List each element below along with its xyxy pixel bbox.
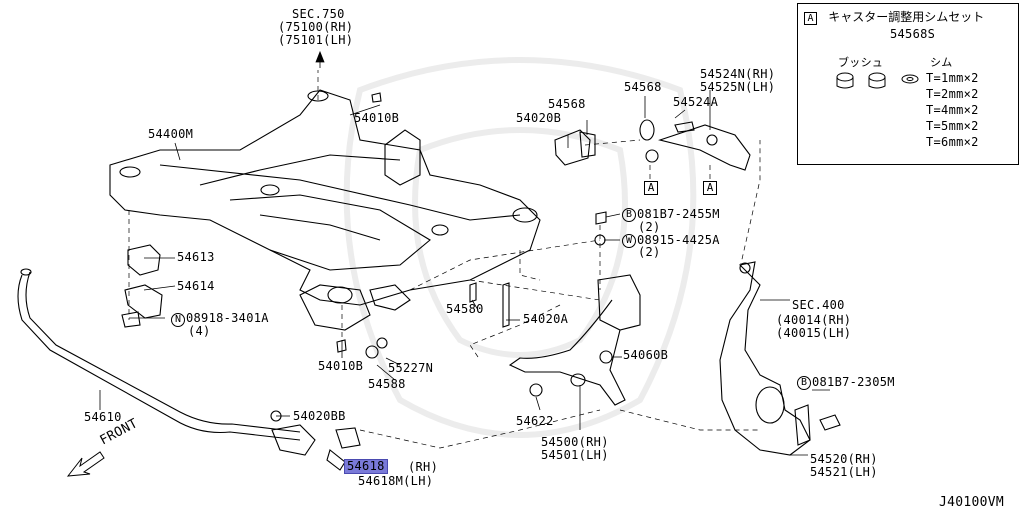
label-54588: 54588 <box>368 377 406 391</box>
assembly-dashed-lines <box>128 70 761 449</box>
front-crossmember <box>109 89 541 331</box>
label-08915-4425a: 08915-4425A <box>637 233 720 247</box>
label-54400m: 54400M <box>148 127 194 141</box>
label-54568-right: 54568 <box>624 80 662 94</box>
label-54060b: 54060B <box>623 348 669 362</box>
label-54010b-top: 54010B <box>354 111 400 125</box>
label-08918-qty: (4) <box>188 324 211 338</box>
symbol-w: W <box>622 234 636 248</box>
leader-lines <box>99 50 830 467</box>
stabilizer-bar <box>17 268 361 471</box>
label-081b7-2455m: 081B7-2455M <box>637 207 720 221</box>
legend-icons <box>836 72 919 89</box>
symbol-b-upper: B <box>622 208 636 222</box>
label-54568-left: 54568 <box>548 97 586 111</box>
mount-bushings <box>121 92 388 359</box>
label-54521-lh: 54521(LH) <box>810 465 878 479</box>
legend-part-number: 54568S <box>890 27 936 41</box>
upper-link <box>554 119 751 171</box>
label-54010b-bottom: 54010B <box>318 359 364 373</box>
label-54618-highlighted[interactable]: 54618 <box>344 459 388 474</box>
legend-shim-2: T=2mm×2 <box>926 87 979 101</box>
label-54020b: 54020B <box>516 111 562 125</box>
label-54613: 54613 <box>177 250 215 264</box>
diagram-code: J40100VM <box>939 495 1005 510</box>
label-54500-rh: 54500(RH) <box>541 435 609 449</box>
symbol-b-lower: B <box>797 376 811 390</box>
legend-shim-4: T=5mm×2 <box>926 119 979 133</box>
label-54618m-lh: 54618M(LH) <box>358 474 434 488</box>
lower-transverse-link <box>469 211 641 406</box>
label-54618-rh: (RH) <box>408 460 439 474</box>
label-54580: 54580 <box>446 302 484 316</box>
legend-shim-1: T=1mm×2 <box>926 71 979 85</box>
label-sec750-rh: (75100(RH) <box>278 20 354 34</box>
label-081b7-2455m-qty: (2) <box>638 220 661 234</box>
label-sec400-rh: (40014(RH) <box>776 313 852 327</box>
marker-a-right: A <box>703 181 717 195</box>
marker-a-left: A <box>644 181 658 195</box>
label-54622: 54622 <box>516 414 554 428</box>
label-54520-rh: 54520(RH) <box>810 452 878 466</box>
legend-shim-5: T=6mm×2 <box>926 135 979 149</box>
label-08915-qty: (2) <box>638 245 661 259</box>
label-54610: 54610 <box>84 410 122 424</box>
label-081b7-2305m: 081B7-2305M <box>812 375 895 389</box>
label-sec750: SEC.750 <box>292 7 345 21</box>
label-54524a: 54524A <box>673 95 719 109</box>
legend-marker-a: A <box>804 12 817 25</box>
label-54020a: 54020A <box>523 312 569 326</box>
label-54525n-lh: 54525N(LH) <box>700 80 776 94</box>
legend-bush-label: ブッシュ <box>838 56 884 69</box>
legend-title: キャスター調整用シムセット <box>828 10 985 24</box>
label-54614: 54614 <box>177 279 215 293</box>
label-sec400: SEC.400 <box>792 298 845 312</box>
legend-shim-3: T=4mm×2 <box>926 103 979 117</box>
label-sec750-lh: (75101(LH) <box>278 33 354 47</box>
symbol-n: N <box>171 313 185 327</box>
label-55227n: 55227N <box>388 361 434 375</box>
legend-shim-label: シム <box>930 56 953 69</box>
label-54501-lh: 54501(LH) <box>541 448 609 462</box>
front-arrow <box>66 451 105 477</box>
caster-shim-set-legend: A キャスター調整用シムセット 54568S ブッシュ シム T=1mm×2 T… <box>797 3 1019 165</box>
label-08918-3401a: 08918-3401A <box>186 311 269 325</box>
label-54020bb: 54020BB <box>293 409 346 423</box>
legend-title-row: A キャスター調整用シムセット <box>804 8 984 25</box>
label-54524n-rh: 54524N(RH) <box>700 67 776 81</box>
label-sec400-lh: (40015(LH) <box>776 326 852 340</box>
steering-knuckle <box>719 261 841 456</box>
